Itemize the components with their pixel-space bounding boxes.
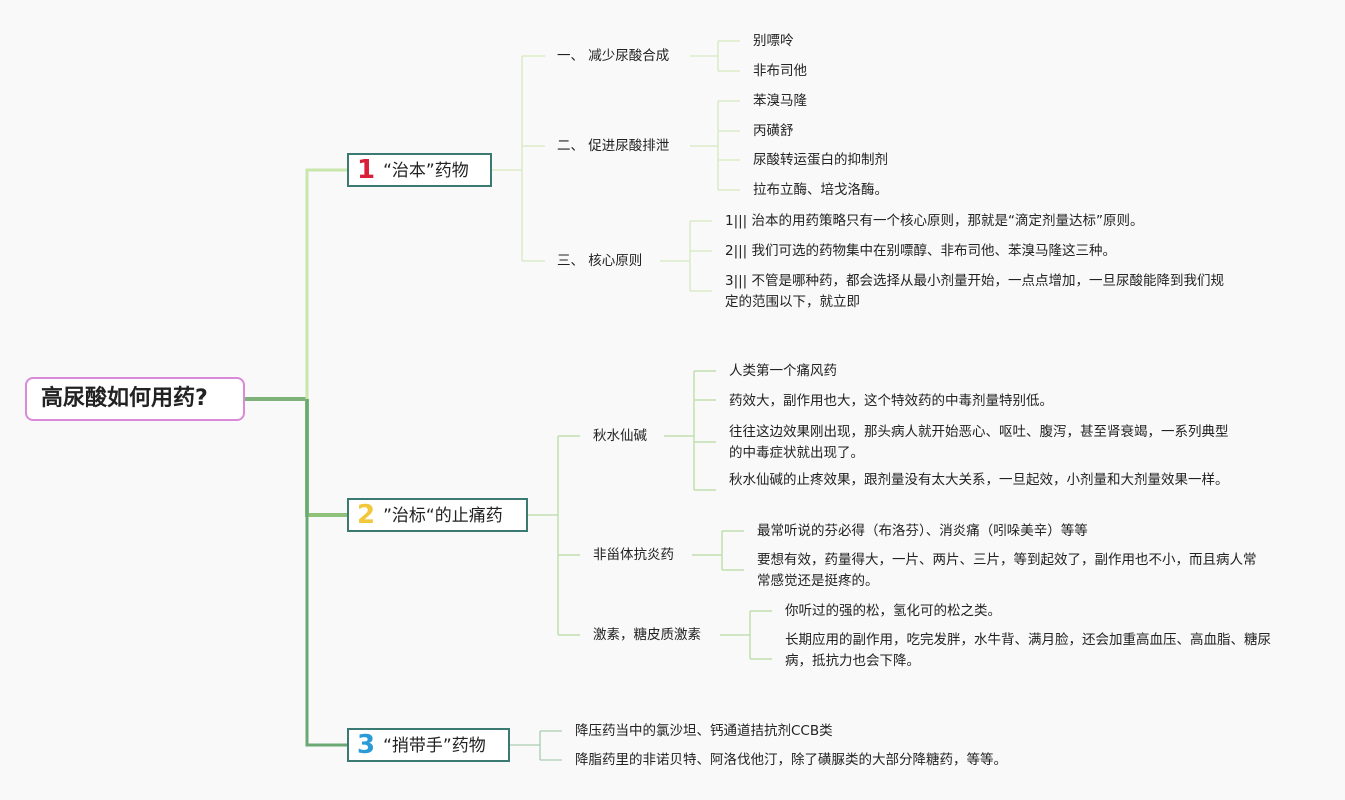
leaf-item[interactable]: 往往这边效果刚出现，那头病人就开始恶心、呕吐、腹泻，甚至肾衰竭，一系列典型的中毒… [729, 424, 1229, 461]
leaf-item[interactable]: 2||| 我们可选的药物集中在别嘌醇、非布司他、苯溴马隆这三种。 [725, 243, 1117, 259]
leaf-item[interactable]: 降脂药里的非诺贝特、阿洛伐他汀，除了磺脲类的大部分降糖药，等等。 [575, 752, 1007, 768]
leaf-item[interactable]: 秋水仙碱的止疼效果，跟剂量没有太大关系，一旦起效，小剂量和大剂量效果一样。 [729, 472, 1229, 488]
branch-node-3[interactable]: 3 “捎带手”药物 [347, 728, 510, 762]
subtopic-colchicine[interactable]: 秋水仙碱 [593, 428, 647, 444]
leaf-item[interactable]: 3||| 不管是哪种药，都会选择从最小剂量开始，一点点增加，一旦尿酸能降到我们规… [725, 273, 1225, 310]
leaf-item[interactable]: 丙磺舒 [753, 123, 794, 139]
leaf-item[interactable]: 别嘌呤 [753, 33, 794, 49]
leaf-item[interactable]: 人类第一个痛风药 [729, 363, 837, 379]
subtopic-reduce-uric-acid[interactable]: 一、 减少尿酸合成 [557, 48, 670, 64]
leaf-item[interactable]: 你听过的强的松，氢化可的松之类。 [785, 603, 1001, 619]
number-one-icon: 1 [357, 155, 376, 185]
branch-label: “治本”药物 [383, 161, 469, 181]
branch-node-1[interactable]: 1 “治本”药物 [347, 153, 492, 187]
subtopic-promote-excretion[interactable]: 二、 促进尿酸排泄 [557, 138, 670, 154]
number-three-icon: 3 [357, 730, 376, 760]
leaf-item[interactable]: 尿酸转运蛋白的抑制剂 [753, 152, 888, 168]
branch-label: “捎带手”药物 [383, 736, 486, 756]
leaf-item[interactable]: 最常听说的芬必得（布洛芬）、消炎痛（吲哚美辛）等等 [757, 523, 1088, 539]
subtopic-nsaids[interactable]: 非甾体抗炎药 [593, 547, 674, 563]
leaf-item[interactable]: 苯溴马隆 [753, 93, 807, 109]
leaf-item[interactable]: 1||| 治本的用药策略只有一个核心原则，那就是“滴定剂量达标”原则。 [725, 213, 1144, 229]
branch-node-2[interactable]: 2 ”治标“的止痛药 [347, 498, 528, 532]
leaf-item[interactable]: 降压药当中的氯沙坦、钙通道拮抗剂CCB类 [575, 723, 833, 739]
leaf-item[interactable]: 药效大，副作用也大，这个特效药的中毒剂量特别低。 [729, 393, 1053, 409]
root-topic[interactable]: 高尿酸如何用药? [25, 377, 245, 421]
leaf-item[interactable]: 拉布立酶、培戈洛酶。 [753, 182, 888, 198]
leaf-item[interactable]: 要想有效，药量得大，一片、两片、三片，等到起效了，副作用也不小，而且病人常常感觉… [757, 552, 1257, 589]
number-two-icon: 2 [357, 500, 376, 530]
branch-label: ”治标“的止痛药 [383, 506, 503, 526]
leaf-item[interactable]: 非布司他 [753, 63, 807, 79]
subtopic-core-principle[interactable]: 三、 核心原则 [557, 253, 643, 269]
subtopic-corticosteroids[interactable]: 激素，糖皮质激素 [593, 627, 701, 643]
leaf-item[interactable]: 长期应用的副作用，吃完发胖，水牛背、满月脸，还会加重高血压、高血脂、糖尿病，抵抗… [785, 632, 1271, 669]
